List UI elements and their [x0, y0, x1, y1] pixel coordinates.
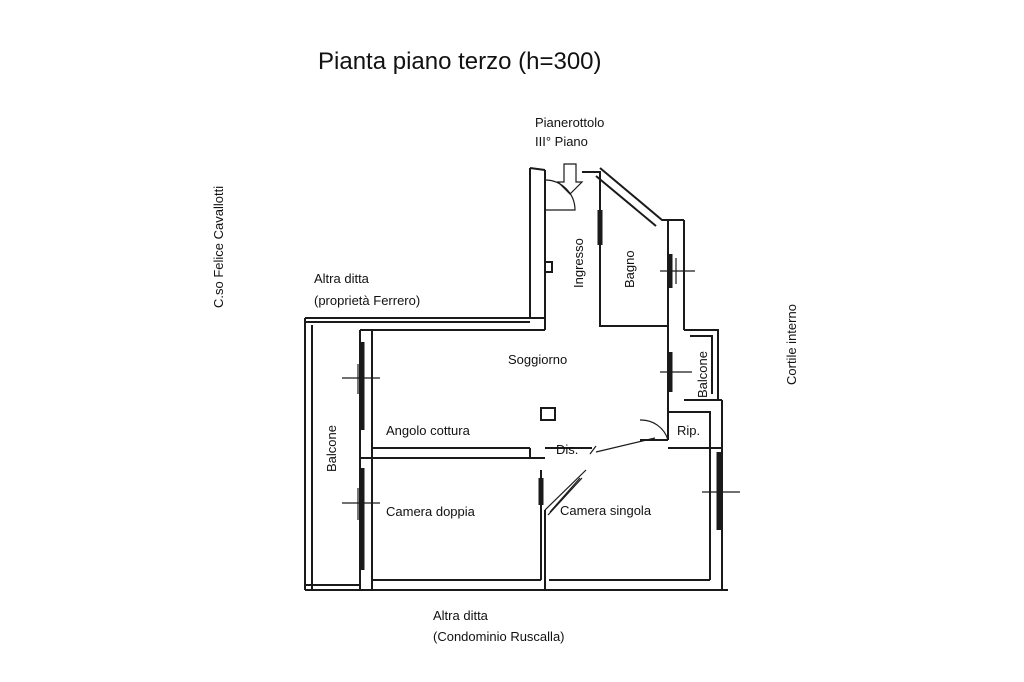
- room-dis: Dis.: [556, 442, 578, 457]
- label-piano: III° Piano: [535, 134, 588, 149]
- room-balcone-left: Balcone: [324, 425, 339, 472]
- label-neighbor-bottom: Altra ditta: [433, 608, 489, 623]
- plan-title: Pianta piano terzo (h=300): [318, 48, 602, 75]
- room-angolo-cottura: Angolo cottura: [386, 423, 471, 438]
- room-bagno: Bagno: [622, 250, 637, 288]
- label-neighbor-top-owner: (proprietà Ferrero): [314, 293, 420, 308]
- room-camera-doppia: Camera doppia: [386, 504, 476, 519]
- entry-arrow-icon: [556, 163, 584, 195]
- label-courtyard: Cortile interno: [784, 304, 799, 385]
- walls: [304, 167, 728, 591]
- label-street: C.so Felice Cavallotti: [211, 186, 226, 308]
- room-ingresso: Ingresso: [571, 238, 586, 288]
- doors: [544, 179, 669, 516]
- room-soggiorno: Soggiorno: [508, 352, 567, 367]
- label-pianerottolo: Pianerottolo: [535, 115, 604, 130]
- room-balcone-right: Balcone: [695, 351, 710, 398]
- room-rip: Rip.: [677, 423, 700, 438]
- room-camera-singola: Camera singola: [560, 503, 652, 518]
- label-neighbor-top: Altra ditta: [314, 271, 370, 286]
- windows: [342, 210, 740, 570]
- label-neighbor-bottom-owner: (Condominio Ruscalla): [433, 629, 565, 644]
